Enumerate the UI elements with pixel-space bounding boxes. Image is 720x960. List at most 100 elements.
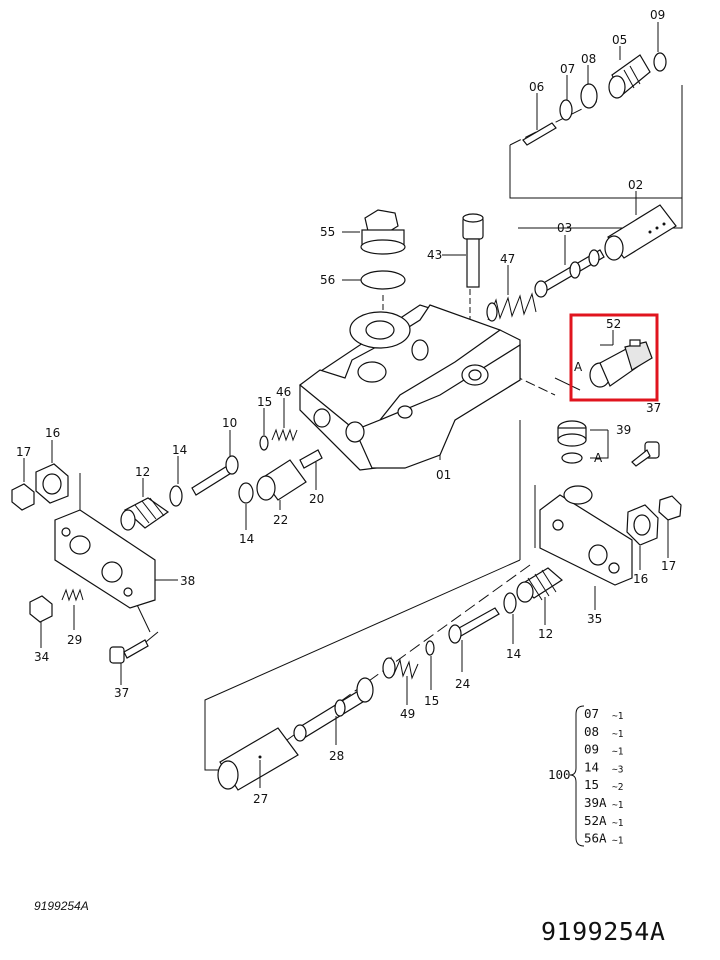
part-14-oring-left xyxy=(169,485,183,507)
part-10-piston xyxy=(191,455,239,496)
callout-14-mid: 14 xyxy=(239,532,254,546)
part-16-nut-right xyxy=(626,504,659,546)
part-29-spring xyxy=(61,588,84,602)
callout-27: 27 xyxy=(253,792,268,806)
callout-39: 39 xyxy=(616,423,631,437)
part-22-piston xyxy=(256,459,307,501)
kit-item-code: 39A xyxy=(584,795,607,810)
part-02-sleeve xyxy=(604,204,677,261)
callout-08: 08 xyxy=(581,52,596,66)
callout-17-left: 17 xyxy=(16,445,31,459)
callout-06: 06 xyxy=(529,80,544,94)
footer-code-right: 9199254A xyxy=(541,917,666,946)
part-38-flange xyxy=(54,509,156,609)
callout-14-right: 14 xyxy=(506,647,521,661)
part-35-flange xyxy=(539,485,633,586)
callout-39-letter: A xyxy=(594,451,603,465)
callout-12-right: 12 xyxy=(538,627,553,641)
callout-22: 22 xyxy=(273,513,288,527)
callout-16-right: 16 xyxy=(633,572,648,586)
part-12-plug-left xyxy=(120,497,170,531)
top-center-parts xyxy=(360,209,484,290)
kit-item-code: 07 xyxy=(584,706,599,721)
part-37-bolt-right xyxy=(631,441,660,467)
part-24-piston xyxy=(448,607,500,644)
highlight-box xyxy=(569,313,659,402)
part-14-oring-mid xyxy=(238,482,254,504)
part-37-bolt-left xyxy=(109,639,149,664)
part-56-oring xyxy=(360,270,406,290)
part-07-oring xyxy=(559,99,573,121)
part-52-sensor xyxy=(589,339,653,388)
kit-item-code: 08 xyxy=(584,724,599,739)
kit-item-qty: ~1 xyxy=(612,729,624,740)
callout-15-lower: 15 xyxy=(424,694,439,708)
kit-item-qty: ~3 xyxy=(612,764,623,775)
part-28-spool xyxy=(293,677,374,742)
callout-52-letter: A xyxy=(574,360,583,374)
callout-17-right: 17 xyxy=(661,559,676,573)
kit-item-qty: ~1 xyxy=(612,836,624,847)
part-47-spring xyxy=(486,292,537,322)
part-08-ring xyxy=(580,83,598,109)
callout-24: 24 xyxy=(455,677,470,691)
part-34-nut xyxy=(29,595,53,623)
part-12-plug-right xyxy=(516,567,564,603)
kit-item-code: 14 xyxy=(584,759,599,774)
part-17-nut-right xyxy=(658,495,682,521)
callout-29: 29 xyxy=(67,633,82,647)
kit-item-qty: ~1 xyxy=(612,747,624,758)
part-14-oring-right xyxy=(503,592,517,614)
part-46-spring xyxy=(271,428,298,442)
callout-55: 55 xyxy=(320,225,335,239)
callout-52: 52 xyxy=(606,317,621,331)
callout-14-left: 14 xyxy=(172,443,187,457)
part-49-spring xyxy=(382,656,419,680)
callout-37-right: 37 xyxy=(646,401,661,415)
valve-body-01 xyxy=(299,304,521,471)
callout-12-left: 12 xyxy=(135,465,150,479)
kit-item-code: 15 xyxy=(584,777,599,792)
part-55-plug xyxy=(360,209,406,255)
callout-07: 07 xyxy=(560,62,575,76)
kit-brace xyxy=(569,705,585,847)
part-03-spool xyxy=(534,249,605,298)
callout-38: 38 xyxy=(180,574,195,588)
callout-43: 43 xyxy=(427,248,442,262)
kit-item-code: 09 xyxy=(584,742,599,757)
callout-49: 49 xyxy=(400,707,415,721)
callout-03: 03 xyxy=(557,221,572,235)
part-16-nut-left xyxy=(35,463,69,504)
callout-46: 46 xyxy=(276,385,291,399)
callout-37-left: 37 xyxy=(114,686,129,700)
left-side-parts xyxy=(11,428,323,664)
callout-35: 35 xyxy=(587,612,602,626)
part-06-pin xyxy=(522,122,557,146)
part-27-sleeve xyxy=(217,727,299,791)
part-15-oring-lower xyxy=(425,640,435,656)
kit-number: 100 xyxy=(548,767,571,782)
callout-05: 05 xyxy=(612,33,627,47)
kit-item-code: 52A xyxy=(584,813,607,828)
footer-code-left: 9199254A xyxy=(34,899,89,913)
kit-item-code: 56A xyxy=(584,831,607,846)
callout-20: 20 xyxy=(309,492,324,506)
callout-10: 10 xyxy=(222,416,237,430)
part-20-plug xyxy=(299,449,323,469)
callout-09: 09 xyxy=(650,8,665,22)
callout-labels: 09 05 07 08 06 02 03 55 43 47 56 52 A 37… xyxy=(16,8,676,806)
callout-28: 28 xyxy=(329,749,344,763)
callout-47: 47 xyxy=(500,252,515,266)
part-09-oring xyxy=(653,52,667,72)
callout-leaders xyxy=(23,22,669,788)
kit-item-qty: ~1 xyxy=(612,818,624,829)
part-05-plug xyxy=(608,54,651,99)
part-15-oring-mid xyxy=(259,435,269,451)
callout-34: 34 xyxy=(34,650,49,664)
callout-15-mid: 15 xyxy=(257,395,272,409)
part-39-plug xyxy=(557,420,587,464)
kit-item-qty: ~1 xyxy=(612,711,624,722)
callout-01: 01 xyxy=(436,468,451,482)
